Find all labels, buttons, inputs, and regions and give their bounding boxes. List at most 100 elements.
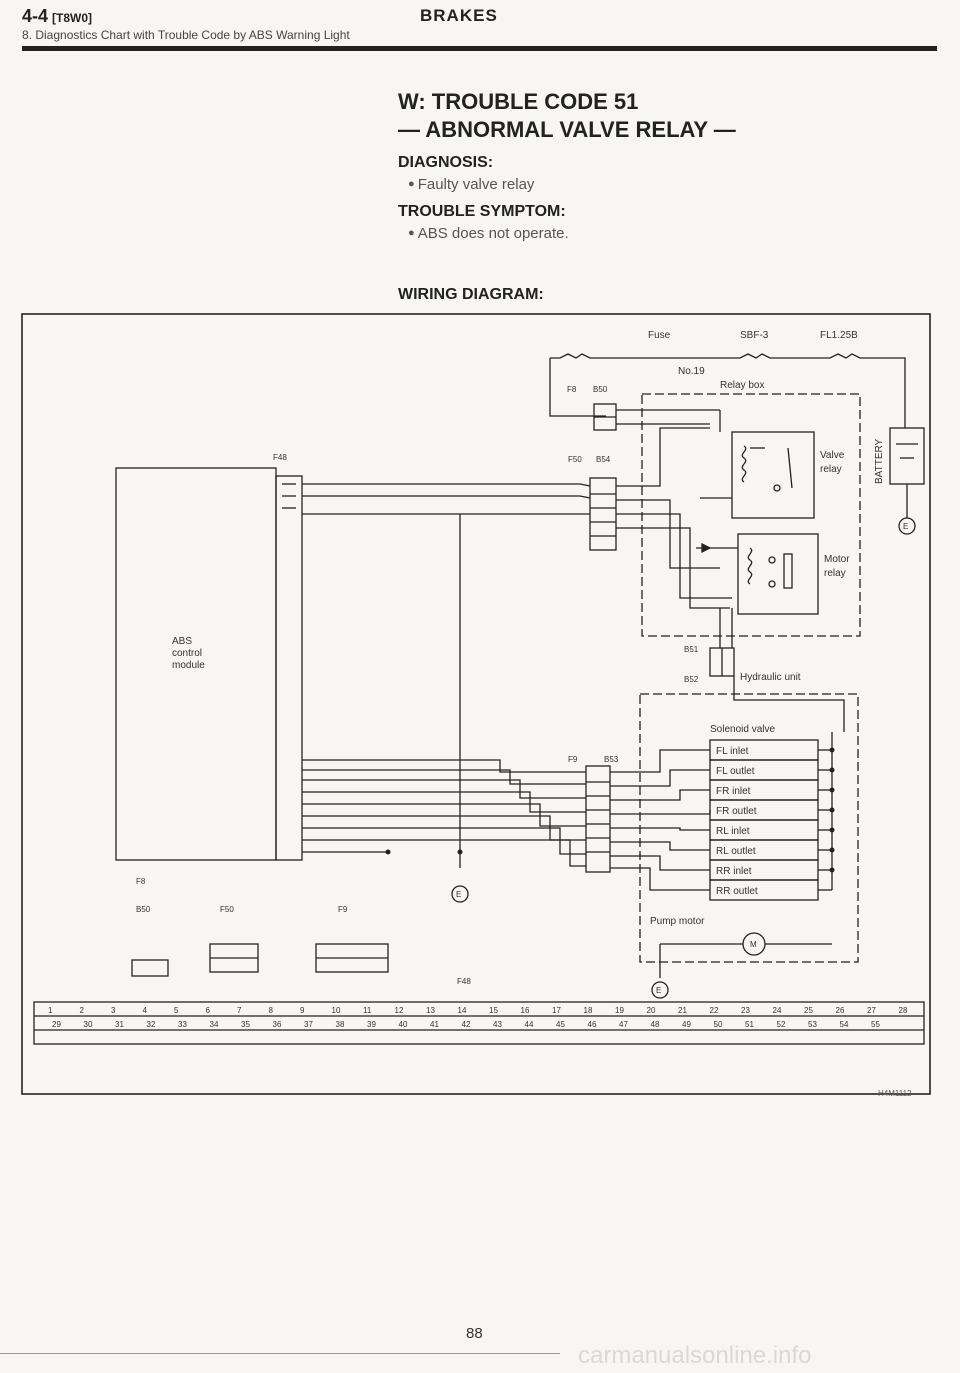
solenoid-rr-outlet: RR outlet [716,886,758,897]
ground-symbol-pump: E [656,986,661,995]
connector-b50-legend: B50 [136,905,151,914]
solenoid-fl-inlet: FL inlet [716,746,749,757]
terminal-number: 31 [115,1020,124,1029]
terminal-number: 49 [682,1020,691,1029]
terminal-number: 5 [174,1006,179,1015]
connector-f48: F48 [273,453,287,462]
footer-divider [0,1353,560,1354]
terminal-number: 1 [48,1006,53,1015]
terminal-number: 47 [619,1020,628,1029]
wiring-diagram: Fuse No.19 SBF-3 FL1.25B Relay box Valve… [21,313,931,1095]
section-heading-line2: — ABNORMAL VALVE RELAY — [398,117,736,142]
terminal-number: 55 [871,1020,880,1029]
section-number: 4-4[T8W0] [22,6,93,26]
terminal-number: 39 [367,1020,376,1029]
image-code: H4M1112 [878,1089,912,1098]
terminal-number: 21 [678,1006,687,1015]
terminal-number: 28 [899,1006,908,1015]
page-title: BRAKES [420,6,498,25]
ground-symbol-battery: E [903,522,908,531]
fuse-label: Fuse [648,330,671,341]
terminal-number: 3 [111,1006,116,1015]
abs-module-label-3: module [172,660,205,671]
hydraulic-unit-label: Hydraulic unit [740,672,801,683]
valve-relay-label-1: Valve [820,450,845,461]
watermark: carmanualsonline.info [578,1342,812,1369]
abs-module-label-2: control [172,648,202,659]
connector-b50-top: B50 [593,385,608,394]
terminal-number: 4 [143,1006,148,1015]
terminal-number: 29 [52,1020,61,1029]
solenoid-rr-inlet: RR inlet [716,866,752,877]
abs-module-label-1: ABS [172,636,192,647]
terminal-number: 33 [178,1020,187,1029]
motor-relay-label-2: relay [824,568,846,579]
terminal-number: 40 [399,1020,408,1029]
section-heading-line1: W: TROUBLE CODE 51 [398,89,639,114]
connector-f50-legend: F50 [220,905,234,914]
terminal-number: 15 [489,1006,498,1015]
terminal-number: 2 [80,1006,85,1015]
terminal-number: 18 [584,1006,593,1015]
terminal-number: 36 [273,1020,282,1029]
relay-box-label: Relay box [720,380,764,391]
diagnosis-item: Faulty valve relay [408,176,918,193]
terminal-number: 45 [556,1020,565,1029]
terminal-number: 11 [363,1006,372,1015]
terminal-number: 46 [588,1020,597,1029]
header-divider [22,46,937,51]
terminal-number: 43 [493,1020,502,1029]
terminal-number: 9 [300,1006,305,1015]
connector-f8-top: F8 [567,385,577,394]
solenoid-fl-outlet: FL outlet [716,766,755,777]
terminal-number: 17 [552,1006,561,1015]
symptom-item: ABS does not operate. [408,225,918,242]
terminal-number: 48 [651,1020,660,1029]
terminal-number: 53 [808,1020,817,1029]
terminal-number: 38 [336,1020,345,1029]
connector-f9: F9 [568,755,578,764]
terminal-number: 35 [241,1020,250,1029]
diagnosis-label: DIAGNOSIS: [398,154,494,171]
fl-label: FL1.25B [820,330,858,341]
connector-f48-legend: F48 [457,977,471,986]
trouble-code-section: W: TROUBLE CODE 51 — ABNORMAL VALVE RELA… [398,88,918,244]
motor-relay-label-1: Motor [824,554,850,565]
connector-b52: B52 [684,675,699,684]
connector-f8-legend: F8 [136,877,146,886]
terminal-number: 12 [395,1006,404,1015]
terminal-number: 51 [745,1020,754,1029]
motor-symbol: M [750,940,757,949]
terminal-number: 41 [430,1020,439,1029]
terminal-number: 7 [237,1006,242,1015]
terminal-number: 52 [777,1020,786,1029]
valve-relay-label-2: relay [820,464,842,475]
terminal-number: 8 [269,1006,274,1015]
solenoid-fr-inlet: FR inlet [716,786,751,797]
page-subtitle: 8. Diagnostics Chart with Trouble Code b… [22,28,350,42]
terminal-number: 6 [206,1006,211,1015]
connector-b54: B54 [596,455,611,464]
terminal-number: 24 [773,1006,782,1015]
solenoid-fr-outlet: FR outlet [716,806,757,817]
terminal-number: 44 [525,1020,534,1029]
terminal-number: 50 [714,1020,723,1029]
connector-f50: F50 [568,455,582,464]
fuse-number-label: No.19 [678,366,705,377]
terminal-number: 42 [462,1020,471,1029]
symptom-label: TROUBLE SYMPTOM: [398,203,566,220]
terminal-number: 20 [647,1006,656,1015]
terminal-number: 54 [840,1020,849,1029]
terminal-number: 16 [521,1006,530,1015]
wiring-diagram-label: WIRING DIAGRAM: [398,286,544,303]
solenoid-rl-inlet: RL inlet [716,826,750,837]
battery-label: BATTERY [874,438,885,484]
solenoid-valve-label: Solenoid valve [710,724,775,735]
ground-symbol-center: E [456,890,461,899]
terminal-number: 14 [458,1006,467,1015]
terminal-number: 30 [84,1020,93,1029]
connector-b53: B53 [604,755,619,764]
page-number: 88 [466,1325,483,1342]
terminal-number: 25 [804,1006,813,1015]
terminal-number: 37 [304,1020,313,1029]
